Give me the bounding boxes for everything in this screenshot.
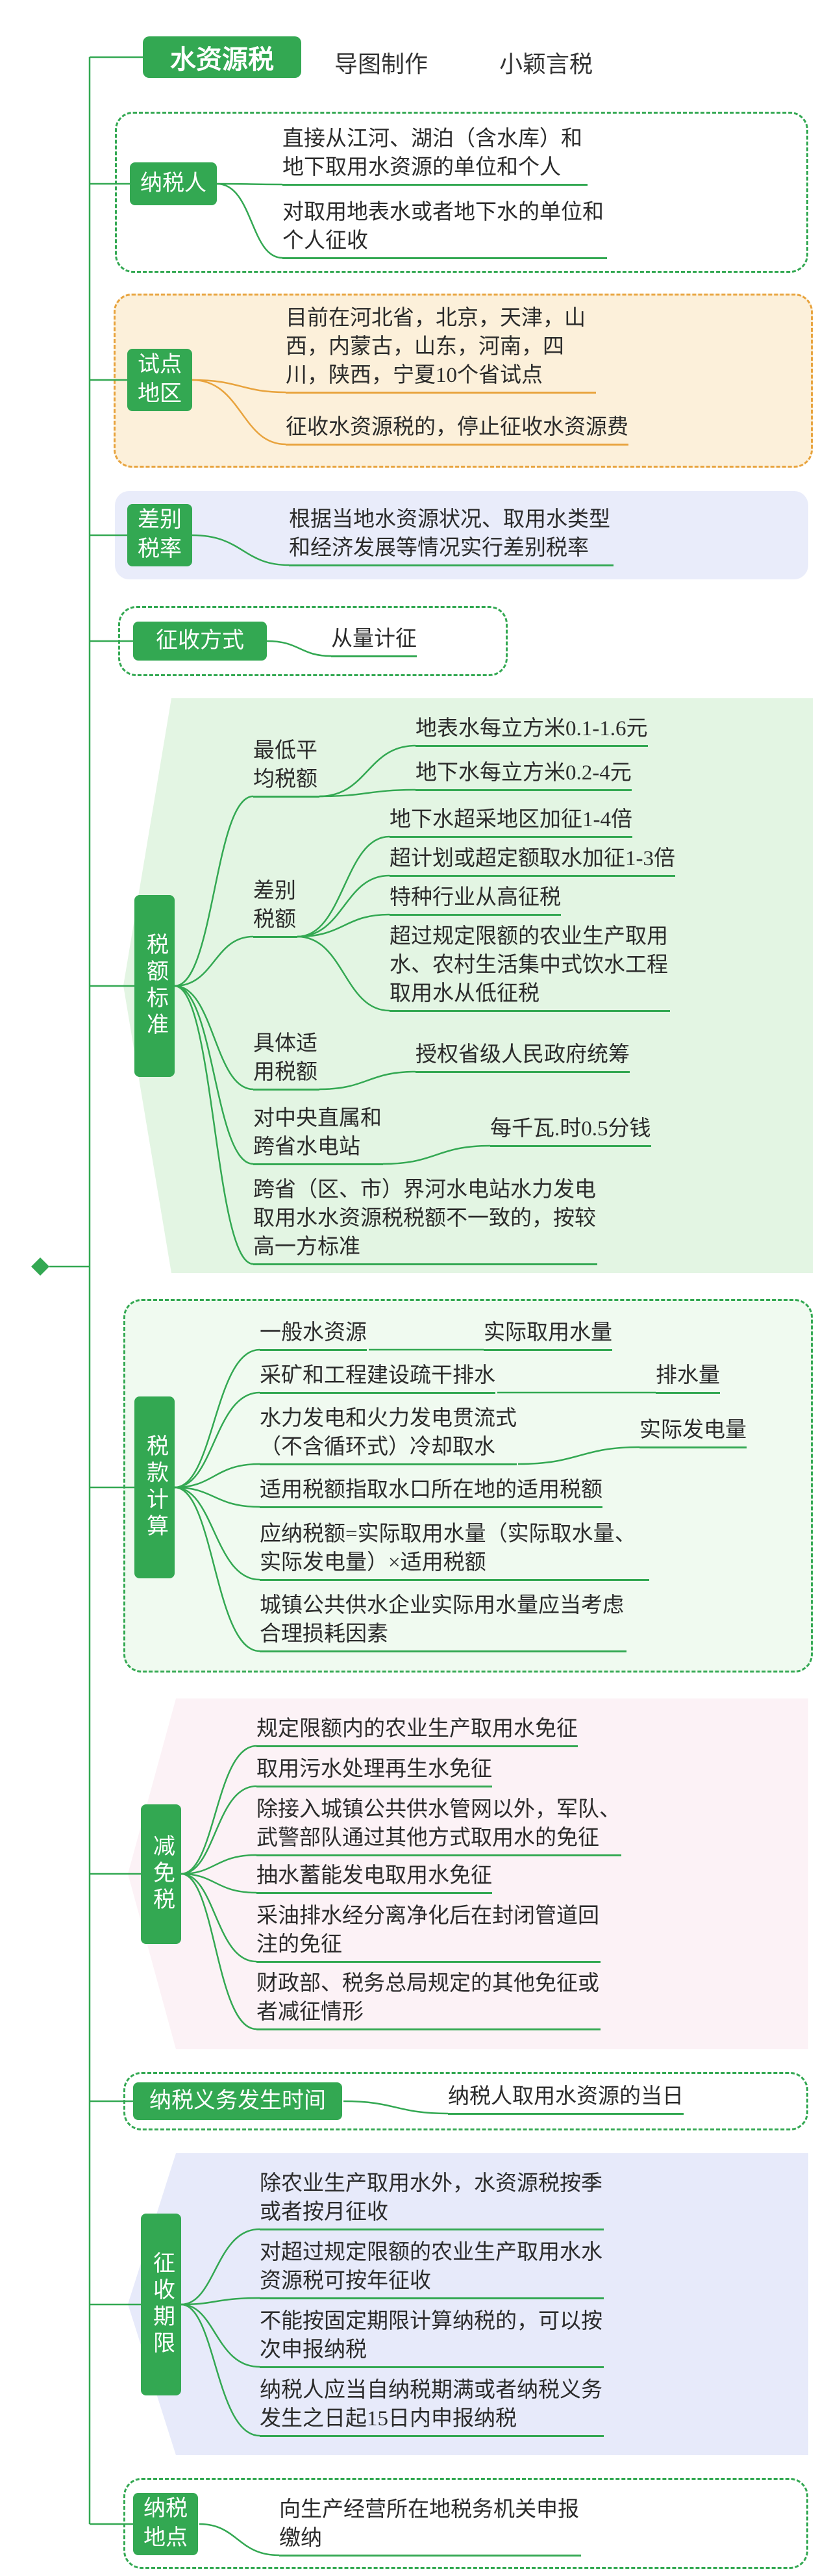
diamond-marker <box>31 1257 49 1276</box>
node-item[interactable]: 跨省（区、市）界河水电站水力发电取用水水资源税税额不一致的，按较高一方标准 <box>253 1176 597 1265</box>
branch-label-diff-rate[interactable]: 差别税率 <box>127 504 192 566</box>
node-group-label[interactable]: 差别税额 <box>253 877 297 938</box>
node-item[interactable]: 除接入城镇公共供水管网以外，军队、武警部队通过其他方式取用水的免征 <box>256 1795 621 1856</box>
root-node[interactable]: 水资源税 <box>143 36 301 78</box>
branch-label-obligation-time[interactable]: 纳税义务发生时间 <box>133 2082 342 2120</box>
credit-line: 导图制作 小颖言税 <box>334 45 593 79</box>
node-item[interactable]: 超过规定限额的农业生产取用水、农村生活集中式饮水工程取用水从低征税 <box>390 922 670 1012</box>
node-group-label[interactable]: 最低平均税额 <box>253 737 319 798</box>
branch-label-standard[interactable]: 税额标准 <box>134 895 175 1077</box>
node-item[interactable]: 从量计征 <box>331 625 417 657</box>
node-item[interactable]: 一般水资源 <box>260 1319 367 1351</box>
node-value[interactable]: 实际发电量 <box>639 1416 747 1448</box>
node-item[interactable]: 适用税额指取水口所在地的适用税额 <box>260 1476 602 1508</box>
node-item[interactable]: 采油排水经分离净化后在封闭管道回注的免征 <box>256 1902 601 1963</box>
node-item[interactable]: 根据当地水资源状况、取用水类型和经济发展等情况实行差别税率 <box>289 505 614 566</box>
node-item[interactable]: 特种行业从高征税 <box>390 883 561 916</box>
branch-label-place[interactable]: 纳税地点 <box>133 2493 198 2555</box>
node-item[interactable]: 地下水每立方米0.2-4元 <box>416 759 632 791</box>
branch-label-calc[interactable]: 税款计算 <box>134 1396 175 1578</box>
node-item[interactable]: 采矿和工程建设疏干排水 <box>260 1361 495 1394</box>
node-item[interactable]: 对超过规定限额的农业生产取用水水资源税可按年征收 <box>260 2238 604 2299</box>
node-item[interactable]: 财政部、税务总局规定的其他免征或者减征情形 <box>256 1969 601 2030</box>
node-item[interactable]: 每千瓦.时0.5分钱 <box>490 1115 651 1147</box>
node-group-label[interactable]: 具体适用税额 <box>253 1029 319 1091</box>
node-item[interactable]: 纳税人应当自纳税期满或者纳税义务发生之日起15日内申报纳税 <box>260 2376 604 2437</box>
node-group-label[interactable]: 对中央直属和跨省水电站 <box>253 1104 383 1165</box>
node-item[interactable]: 目前在河北省，北京，天津，山西，内蒙古，山东，河南，四川，陕西，宁夏10个省试点 <box>286 304 596 394</box>
node-item[interactable]: 超计划或超定额取水加征1-3倍 <box>390 844 675 877</box>
branch-label-period[interactable]: 征收期限 <box>141 2214 181 2395</box>
branch-label-exemption[interactable]: 减免税 <box>141 1804 181 1944</box>
node-item[interactable]: 抽水蓄能发电取用水免征 <box>256 1862 492 1894</box>
node-item[interactable]: 直接从江河、湖泊（含水库）和地下取用水资源的单位和个人 <box>282 125 588 186</box>
node-value[interactable]: 实际取用水量 <box>484 1319 612 1351</box>
node-item[interactable]: 除农业生产取用水外，水资源税按季或者按月征收 <box>260 2169 604 2230</box>
credit-maker-label: 导图制作 <box>334 51 428 77</box>
node-item[interactable]: 纳税人取用水资源的当日 <box>448 2082 684 2115</box>
node-item[interactable]: 向生产经营所在地税务机关申报缴纳 <box>279 2495 581 2557</box>
node-item[interactable]: 水力发电和火力发电贯流式（不含循环式）冷却取水 <box>260 1404 517 1465</box>
branch-obligation-time-container <box>123 2072 808 2130</box>
node-item[interactable]: 城镇公共供水企业实际用水量应当考虑合理损耗因素 <box>260 1591 626 1652</box>
node-item[interactable]: 取用污水处理再生水免征 <box>256 1755 492 1787</box>
node-item[interactable]: 应纳税额=实际取用水量（实际取水量、实际发电量）×适用税额 <box>260 1520 649 1581</box>
node-item[interactable]: 对取用地表水或者地下水的单位和个人征收 <box>282 198 607 259</box>
node-item[interactable]: 不能按固定期限计算纳税的，可以按次申报纳税 <box>260 2307 604 2368</box>
credit-author: 小颖言税 <box>499 51 593 77</box>
branch-label-pilot[interactable]: 试点地区 <box>127 349 192 411</box>
node-value[interactable]: 排水量 <box>656 1361 720 1394</box>
node-item[interactable]: 授权省级人民政府统筹 <box>416 1041 630 1073</box>
node-item[interactable]: 规定限额内的农业生产取用水免征 <box>256 1715 578 1747</box>
node-item[interactable]: 地下水超采地区加征1-4倍 <box>390 805 632 838</box>
branch-label-method[interactable]: 征收方式 <box>133 622 267 661</box>
branch-label-taxpayer[interactable]: 纳税人 <box>130 162 217 205</box>
node-item[interactable]: 征收水资源税的，停止征收水资源费 <box>286 413 628 446</box>
node-item[interactable]: 地表水每立方米0.1-1.6元 <box>416 714 648 747</box>
